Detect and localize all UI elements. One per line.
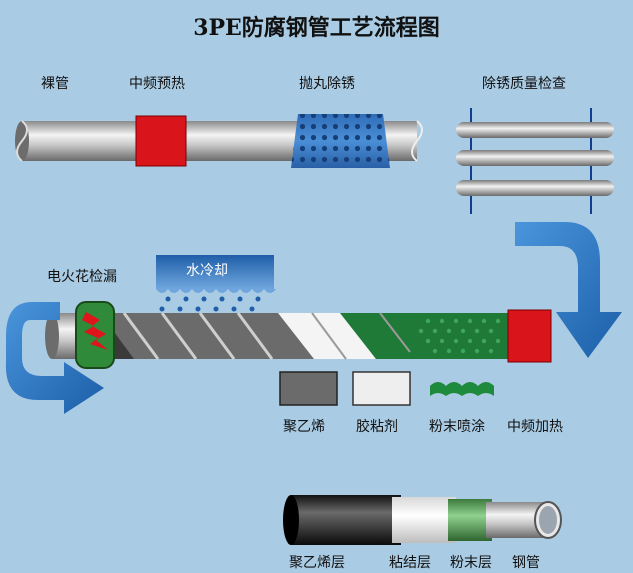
label-spark-test: 电火花检漏 xyxy=(47,269,117,285)
water-cooling-box xyxy=(156,255,276,293)
label-mid-freq-heat: 中频加热 xyxy=(507,419,563,435)
preheat-ring xyxy=(135,115,187,167)
coating-pipe xyxy=(45,312,512,360)
label-pe-layer: 聚乙烯层 xyxy=(289,555,345,571)
spark-detector xyxy=(75,301,115,369)
label-adhesive-layer: 粘结层 xyxy=(389,555,431,571)
shot-blast-zone xyxy=(291,114,390,168)
powder-spray-nozzle xyxy=(430,382,494,396)
label-rust-check: 除锈质量检查 xyxy=(482,76,566,92)
label-steel-pipe: 钢管 xyxy=(512,555,540,571)
label-shot-blast: 抛丸除锈 xyxy=(299,76,355,92)
label-mid-freq-preheat: 中频预热 xyxy=(129,76,185,92)
label-powder-spray: 粉末喷涂 xyxy=(429,419,485,435)
rust-check-pipes xyxy=(456,108,614,214)
label-water-cool: 水冷却 xyxy=(186,263,228,279)
label-adhesive: 胶粘剂 xyxy=(356,419,398,435)
label-polyethylene: 聚乙烯 xyxy=(283,419,325,435)
heater-ring xyxy=(507,309,552,363)
flow-arrow-right xyxy=(515,222,622,358)
label-powder-layer: 粉末层 xyxy=(450,555,492,571)
flow-arrow-left xyxy=(5,302,105,414)
adhesive-box xyxy=(352,371,411,406)
label-bare-pipe: 裸管 xyxy=(41,76,69,92)
layered-pipe xyxy=(283,495,562,545)
pe-box xyxy=(279,371,338,406)
page-title: 3PE防腐钢管工艺流程图 xyxy=(193,15,440,41)
